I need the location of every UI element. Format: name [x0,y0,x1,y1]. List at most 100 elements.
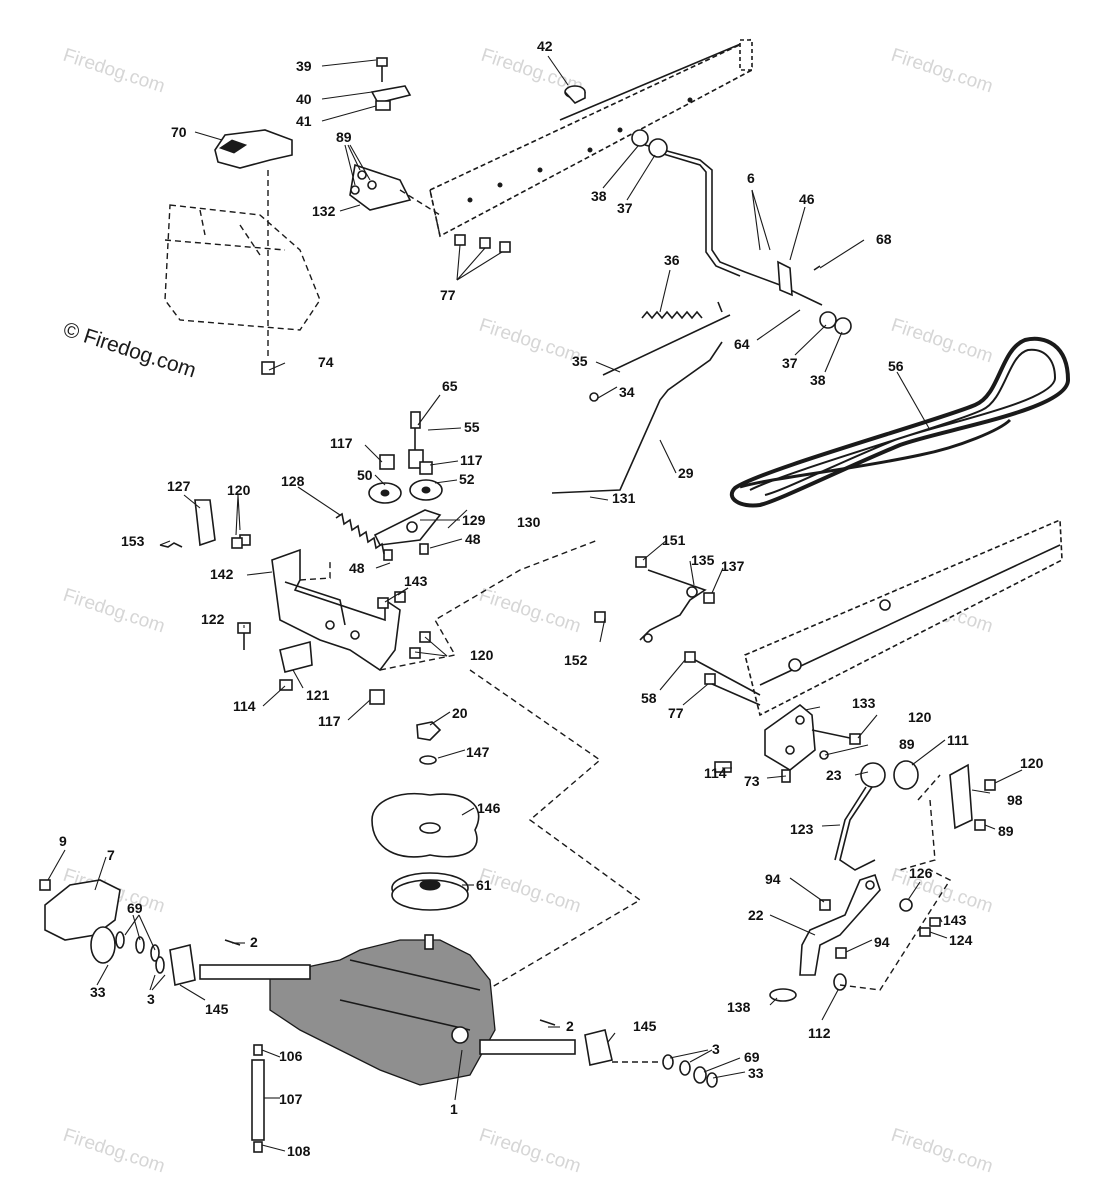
part-label-135: 135 [691,552,715,568]
part-label-127: 127 [167,478,191,494]
part-label-89b: 89 [899,736,915,752]
part-label-68: 68 [876,231,892,247]
watermark-text: Firedog.com [888,315,995,368]
part-132-bracket [349,163,441,216]
part-70-cover [214,129,293,169]
part-label-56: 56 [888,358,904,374]
watermark-text: Firedog.com [476,865,583,918]
part-label-55: 55 [464,419,480,435]
part-label-130: 130 [517,514,541,530]
watermark-text: Firedog.com [476,1125,583,1178]
part-56-belt [729,336,1071,508]
part-label-37: 37 [617,200,633,216]
part-label-2b: 2 [566,1018,574,1034]
body-panel-outline [164,204,321,331]
part-label-147: 147 [466,744,490,760]
part-label-38: 38 [591,188,607,204]
part-label-117: 117 [330,435,353,451]
part-label-74: 74 [318,354,334,370]
part-label-58: 58 [641,690,657,706]
part-42-bushing [564,85,586,104]
part-label-77: 77 [440,287,456,303]
part-label-41: 41 [296,113,312,129]
part-label-128: 128 [281,473,305,489]
part-label-69: 69 [127,900,143,916]
part-label-23: 23 [826,767,842,783]
part-64-shaft [631,129,852,335]
part-35-rod [602,314,731,376]
part-label-42: 42 [537,38,553,54]
bolt-clip-nut [370,57,412,111]
part-label-120d: 120 [1020,755,1044,771]
part-label-36: 36 [664,252,680,268]
part-label-137: 137 [721,558,745,574]
part-77-bolts [454,234,511,253]
part-label-48: 48 [465,531,481,547]
upper-frame-rail [429,38,753,238]
part-label-142: 142 [210,566,234,582]
part-7-wheel-hub [39,879,165,974]
part-label-94b: 94 [874,934,890,950]
part-label-61: 61 [476,877,492,893]
part-label-152: 152 [564,652,588,668]
part-label-70: 70 [171,124,187,140]
part-label-20: 20 [452,705,468,721]
part-label-38b: 38 [810,372,826,388]
part-142-bracket [159,499,431,705]
part-label-37b: 37 [782,355,798,371]
part-label-7: 7 [107,847,115,863]
part-label-3: 3 [147,991,155,1007]
part-label-112: 112 [808,1025,831,1041]
part-label-89c: 89 [998,823,1014,839]
part-label-94: 94 [765,871,781,887]
part-label-89: 89 [336,129,352,145]
part-label-114: 114 [233,698,256,714]
part-label-145: 145 [205,1001,229,1017]
right-washers [612,1054,718,1088]
part-label-48b: 48 [349,560,365,576]
part-label-40: 40 [296,91,312,107]
part-label-143b: 143 [943,912,967,928]
pulley-assembly [335,411,443,561]
part-label-22: 22 [748,907,764,923]
watermark-main-text: © Firedog.com [60,318,198,383]
part-label-107: 107 [279,1091,303,1107]
watermark-text: Firedog.com [888,45,995,98]
watermark-text: Firedog.com [476,315,583,368]
watermark-text: Firedog.com [888,1125,995,1178]
part-label-121: 121 [306,687,330,703]
belt-route-line [379,539,642,1001]
part-label-64: 64 [734,336,750,352]
part-label-52: 52 [459,471,475,487]
part-label-117c: 117 [318,713,341,729]
transaxle-assembly [169,934,613,1086]
watermark-text: Firedog.com [60,585,167,638]
part-label-123: 123 [790,821,814,837]
part-label-69b: 69 [744,1049,760,1065]
part-label-1: 1 [450,1101,458,1117]
part-label-133: 133 [852,695,876,711]
part-label-6: 6 [747,170,755,186]
part-label-114b: 114 [704,765,727,781]
part-label-2: 2 [250,934,258,950]
part-labels: 39 40 41 70 89 132 77 42 38 37 6 46 68 3… [59,38,1044,1159]
leader-lines [47,55,1023,1152]
part-label-34: 34 [619,384,635,400]
part-label-98: 98 [1007,792,1023,808]
axle-rod-106-108 [251,1044,265,1153]
part-label-122: 122 [201,611,225,627]
linkage-135 [594,556,715,643]
part-label-131: 131 [612,490,636,506]
part-label-132: 132 [312,203,336,219]
part-label-39: 39 [296,58,312,74]
part-36-spring [641,310,703,320]
part-label-35: 35 [572,353,588,369]
part-label-46: 46 [799,191,815,207]
part-label-73: 73 [744,773,760,789]
watermark-text: Firedog.com [60,45,167,98]
part-label-124: 124 [949,932,973,948]
part-29-rod [551,341,723,494]
part-label-126: 126 [909,865,933,881]
part-label-9: 9 [59,833,67,849]
part-label-129: 129 [462,512,486,528]
